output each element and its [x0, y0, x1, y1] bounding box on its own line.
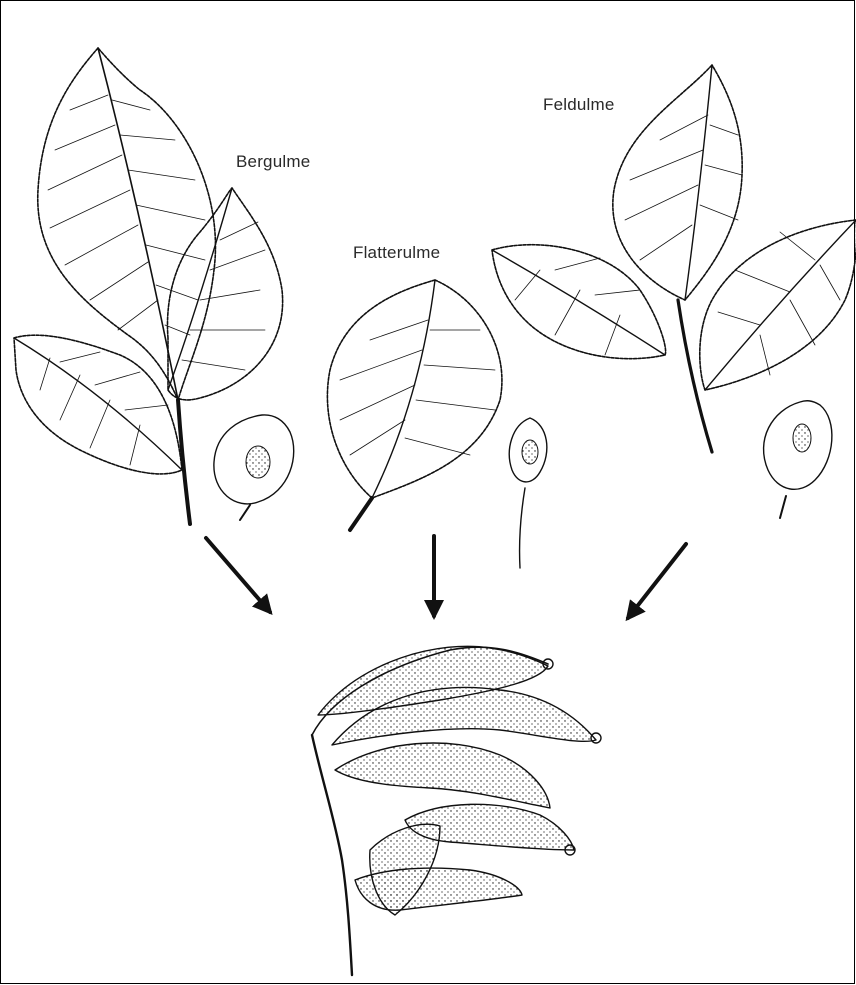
- feldulme-seed: [764, 401, 832, 518]
- label-feldulme: Feldulme: [543, 95, 615, 115]
- bergulme-seed: [214, 415, 294, 520]
- flatterulme-seed: [509, 418, 547, 568]
- bergulme-leaf-left: [14, 335, 182, 474]
- bergulme-branch: [14, 48, 294, 524]
- flatterulme-leaf: [327, 280, 502, 498]
- wilted-leaf-3: [335, 743, 550, 808]
- wilted-branch: [312, 646, 601, 975]
- arrow-right: [628, 544, 686, 618]
- flatterulme-branch: [327, 280, 546, 568]
- label-bergulme: Bergulme: [236, 152, 310, 172]
- label-flatterulme: Flatterulme: [353, 243, 440, 263]
- bergulme-leaf-right: [167, 188, 282, 400]
- feldulme-leaf-left: [492, 245, 666, 359]
- arrow-left: [206, 538, 270, 612]
- bergulme-leaf-top: [38, 48, 216, 400]
- feldulme-leaf-top: [613, 65, 742, 300]
